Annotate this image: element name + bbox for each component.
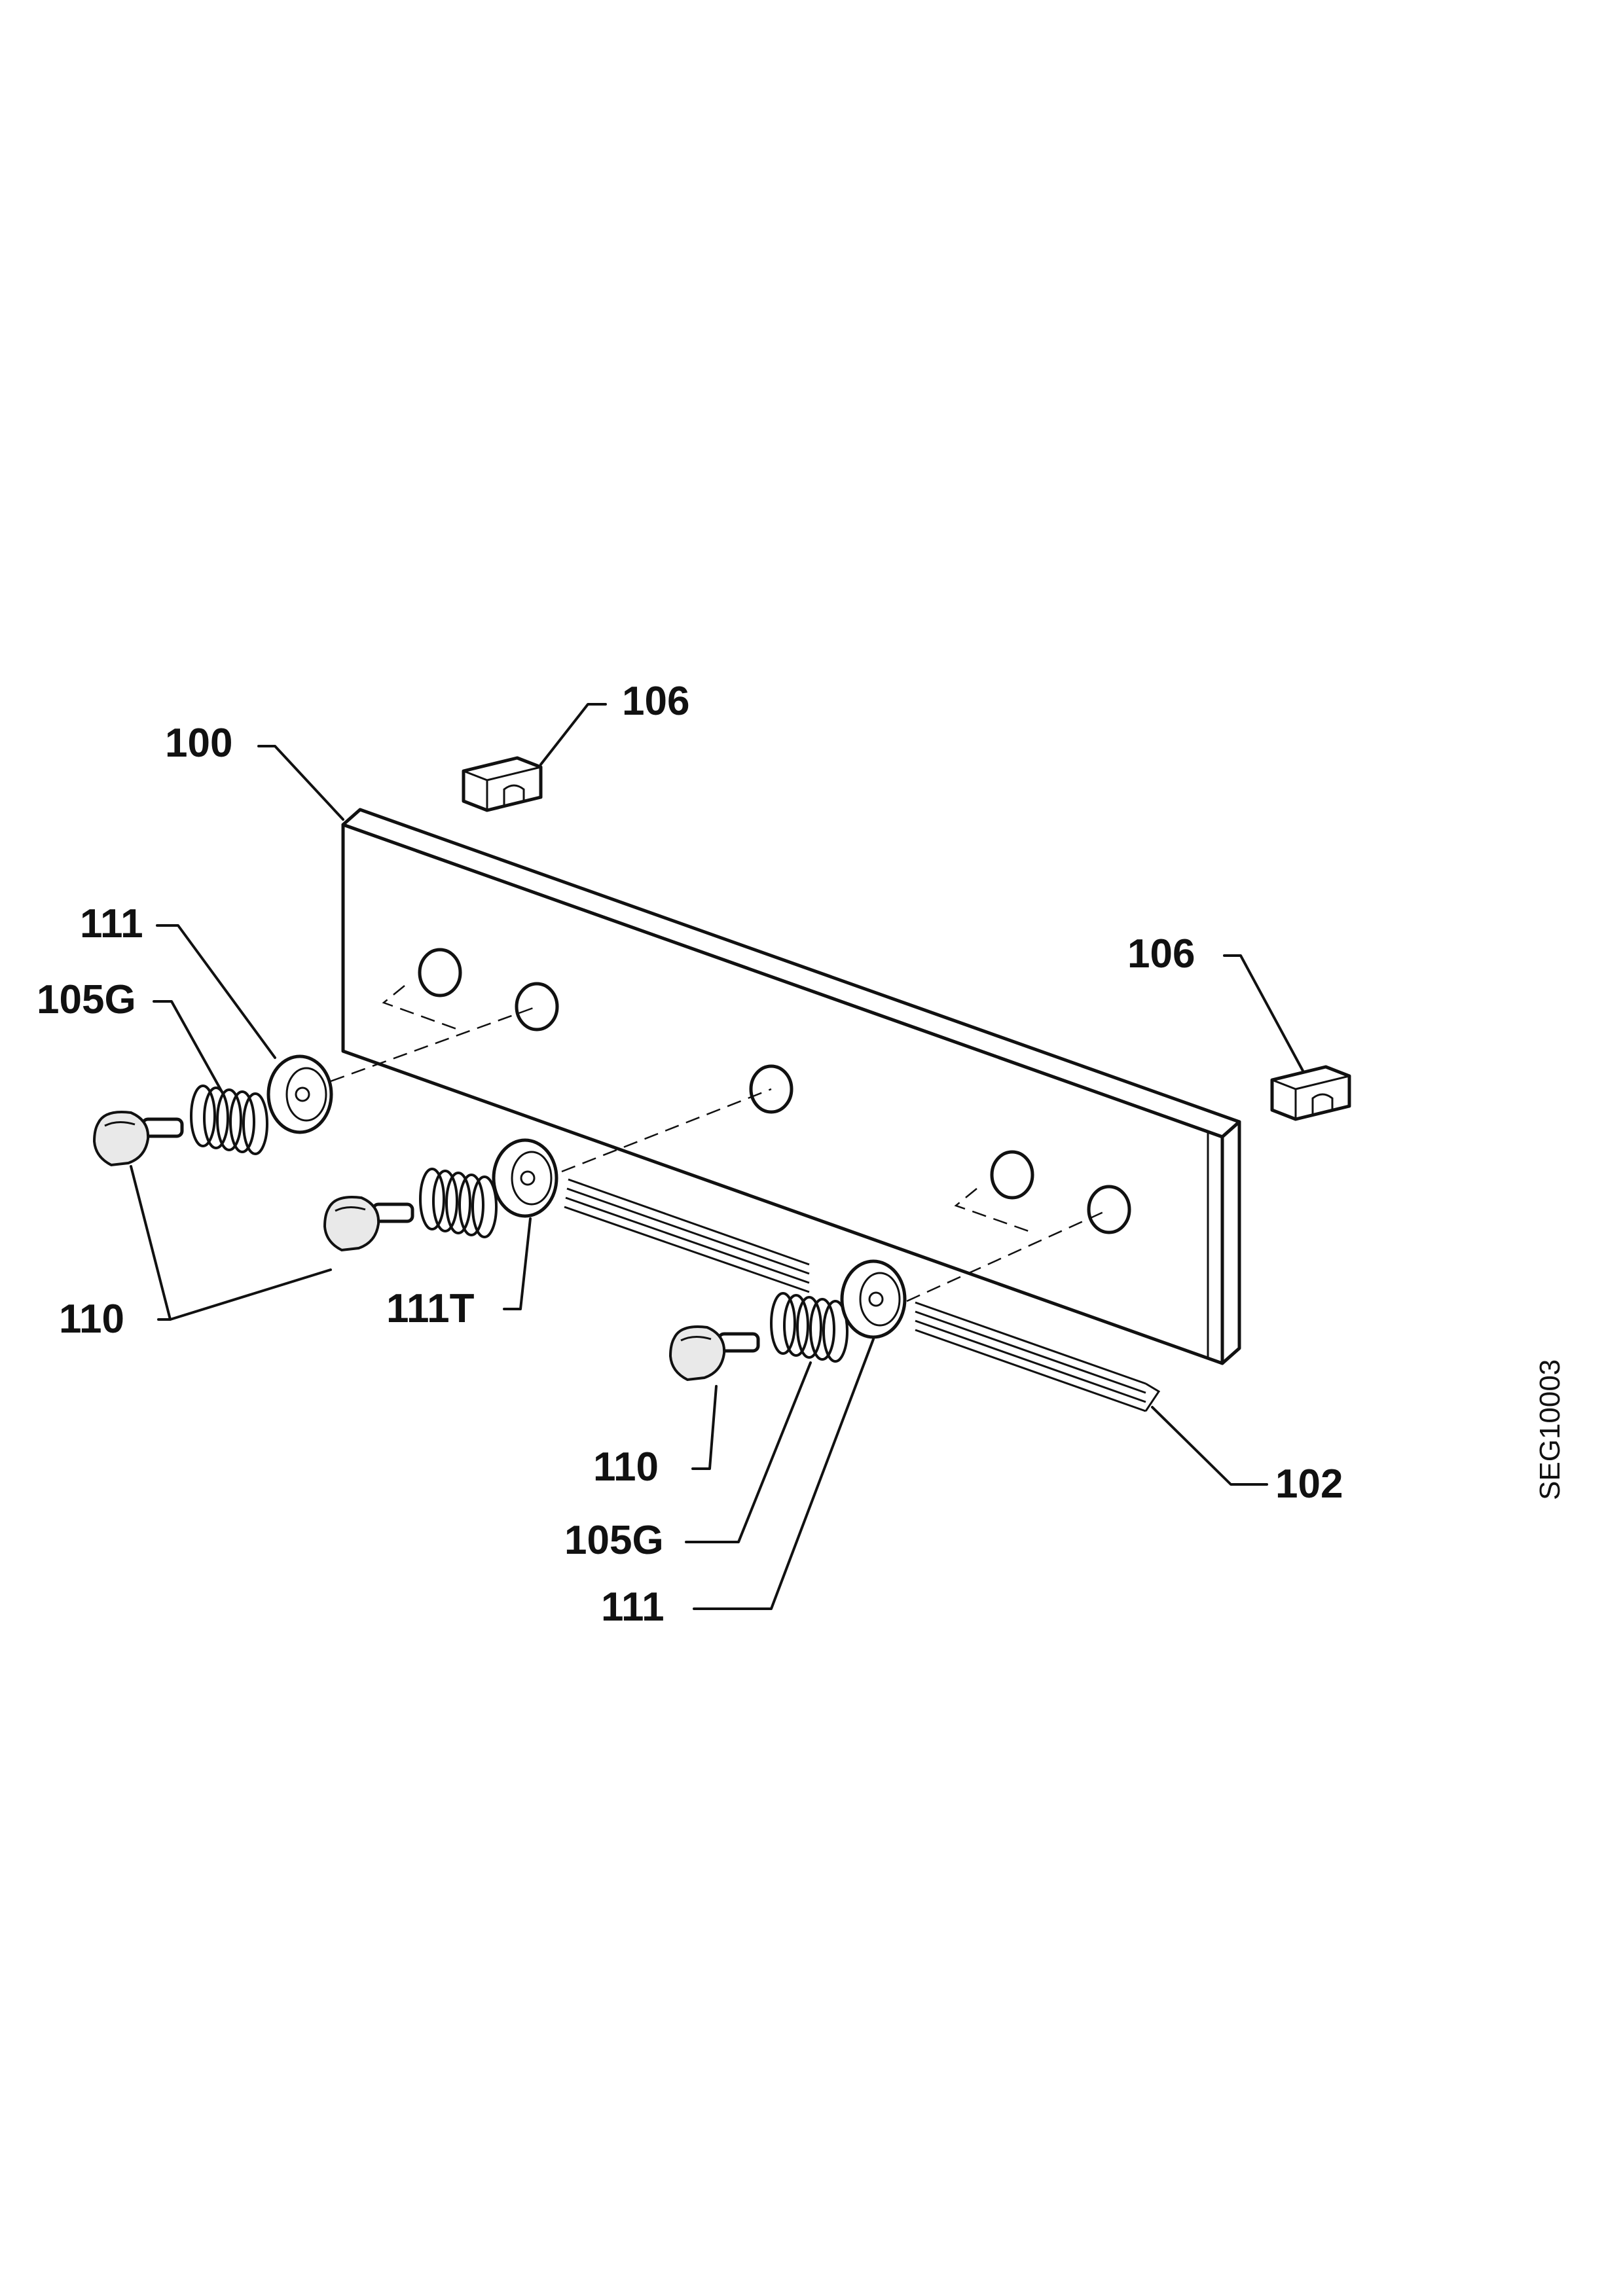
clip-part-106-right xyxy=(1270,1065,1351,1121)
bezel-part-111t xyxy=(492,1138,558,1218)
knob-hole xyxy=(990,1150,1034,1200)
bezel-part-111 xyxy=(840,1259,907,1339)
leader-lines xyxy=(130,703,1304,1610)
knob-part-110 xyxy=(92,1111,184,1167)
label-part-110-left: 110 xyxy=(59,1297,124,1342)
label-part-111-bottom: 111 xyxy=(601,1585,665,1630)
clip-part-106-top xyxy=(462,756,543,812)
label-part-111-left: 111 xyxy=(80,901,143,946)
label-part-105g-left: 105G xyxy=(37,977,136,1022)
label-part-111t: 111T xyxy=(386,1286,475,1331)
label-part-102: 102 xyxy=(1275,1462,1343,1507)
label-part-100: 100 xyxy=(165,721,232,766)
knob-hole xyxy=(1087,1185,1131,1234)
spring-part-105g xyxy=(190,1085,268,1155)
label-part-106-top: 106 xyxy=(622,679,689,724)
label-part-110-bottom: 110 xyxy=(593,1444,659,1490)
drawing-code: SEG10003 xyxy=(1534,1359,1566,1500)
spring-part-105g xyxy=(770,1292,848,1363)
trim-strip-part-102 xyxy=(564,1178,1161,1412)
knob-hole xyxy=(418,948,462,997)
label-part-105g-bottom: 105G xyxy=(564,1518,664,1563)
knob-hole xyxy=(515,982,559,1031)
label-part-106-right: 106 xyxy=(1127,931,1195,977)
control-panel-part-100 xyxy=(341,808,1241,1365)
knob-part-110 xyxy=(668,1325,760,1382)
bezel-part-111 xyxy=(266,1054,333,1134)
spring-part-105g xyxy=(419,1168,498,1238)
knob-part-110 xyxy=(323,1196,414,1252)
